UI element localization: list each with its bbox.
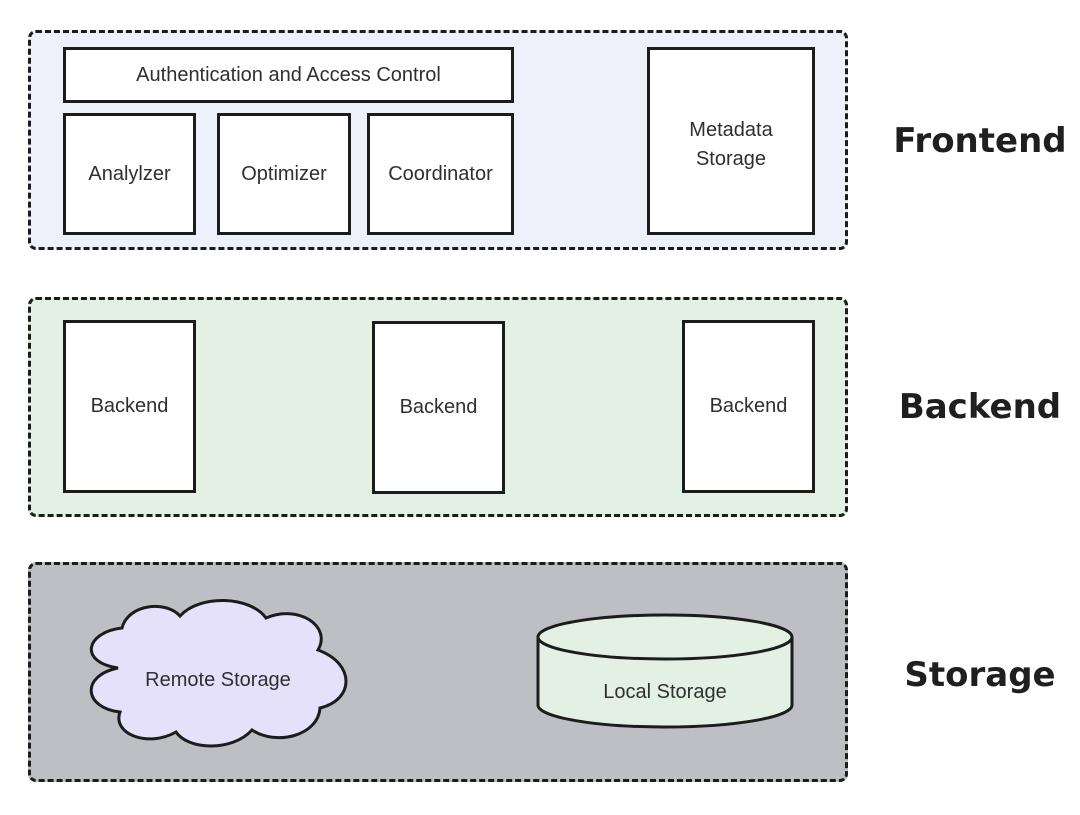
auth-access-control-box: Authentication and Access Control: [63, 47, 514, 103]
local-storage-cylinder: Local Storage: [536, 613, 794, 729]
remote-storage-cloud: Remote Storage: [89, 599, 348, 748]
backend-node-1: Backend: [63, 320, 196, 493]
analyzer-box: Analylzer: [63, 113, 196, 235]
frontend-layer-label: Frontend: [893, 121, 1067, 161]
backend-node-3-label: Backend: [709, 395, 788, 417]
metadata-storage-label-line1: Metadata: [689, 119, 773, 141]
coordinator-box: Coordinator: [367, 113, 514, 235]
optimizer-label: Optimizer: [241, 162, 327, 185]
backend-node-3: Backend: [682, 320, 815, 493]
cylinder-top: [536, 613, 794, 661]
backend-node-2: Backend: [372, 321, 505, 494]
optimizer-box: Optimizer: [217, 113, 351, 235]
analyzer-label: Analylzer: [88, 162, 171, 185]
storage-layer-label: Storage: [904, 655, 1056, 695]
cloud-icon: [89, 599, 348, 748]
metadata-storage-box: Metadata Storage: [647, 47, 815, 235]
backend-node-1-label: Backend: [90, 395, 169, 417]
auth-access-control-label: Authentication and Access Control: [136, 63, 441, 86]
backend-node-2-label: Backend: [399, 396, 478, 418]
cylinder-body: [536, 637, 794, 729]
remote-storage-label: Remote Storage: [145, 669, 291, 691]
backend-layer-label: Backend: [898, 387, 1062, 427]
coordinator-label: Coordinator: [388, 162, 493, 185]
local-storage-label: Local Storage: [603, 681, 726, 703]
metadata-storage-label-line2: Storage: [695, 148, 767, 170]
